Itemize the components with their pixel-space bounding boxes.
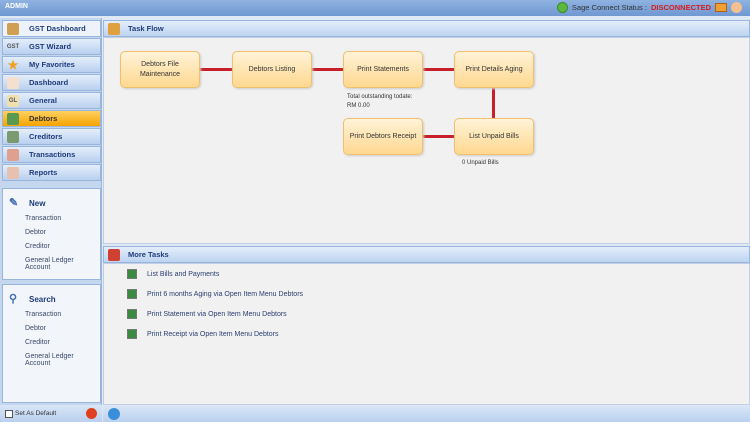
task-flow-header: Task Flow — [103, 20, 750, 37]
search-debtor-link[interactable]: Debtor — [25, 325, 47, 332]
task-label: Print Receipt via Open Item Menu Debtors — [147, 330, 279, 338]
nav-general[interactable]: GL General — [2, 92, 101, 109]
search-transaction-link[interactable]: Transaction — [25, 311, 62, 318]
nav-my-favorites[interactable]: ★ My Favorites — [2, 56, 101, 73]
more-tasks-header: More Tasks — [103, 246, 750, 263]
flow-print-details-aging[interactable]: Print Details Aging — [454, 51, 534, 88]
task-label: Print 6 months Aging via Open Item Menu … — [147, 290, 304, 298]
flow-debtors-listing[interactable]: Debtors Listing — [232, 51, 312, 88]
outstanding-value: RM 0.00 — [347, 103, 370, 109]
task-label: List Bills and Payments — [147, 270, 220, 278]
creditors-icon — [7, 130, 19, 143]
outstanding-label: Total outstanding todate: — [347, 94, 413, 100]
flow-arrow — [423, 68, 454, 71]
nav-label: Debtors — [29, 114, 58, 123]
nav-label: Dashboard — [29, 78, 69, 87]
search-title: Search — [29, 294, 56, 304]
nav-debtors[interactable]: Debtors — [2, 110, 101, 127]
gst-dashboard-icon — [7, 22, 19, 35]
main-footer — [103, 406, 750, 422]
gst-icon: GST — [6, 43, 20, 50]
status-label: Sage Connect Status : — [571, 3, 647, 12]
task-icon — [127, 269, 137, 279]
nav-gst-wizard[interactable]: GST GST Wizard — [2, 38, 101, 55]
flow-list-unpaid-bills[interactable]: List Unpaid Bills — [454, 118, 534, 155]
sidebar-footer: Set As Default — [0, 405, 102, 422]
nav-transactions[interactable]: Transactions — [2, 146, 101, 163]
task-print-aging[interactable]: Print 6 months Aging via Open Item Menu … — [127, 289, 303, 299]
mail-icon[interactable] — [715, 3, 727, 12]
nav-label: Reports — [29, 168, 58, 177]
flow-arrow — [200, 68, 232, 71]
new-creditor-link[interactable]: Creditor — [25, 243, 50, 250]
unpaid-bills-count: 0 Unpaid Bills — [462, 160, 499, 166]
nav-creditors[interactable]: Creditors — [2, 128, 101, 145]
star-icon: ★ — [7, 57, 19, 72]
tools-icon[interactable] — [731, 2, 742, 13]
task-flow-icon — [108, 22, 120, 35]
app-title: ADMIN — [5, 3, 28, 10]
general-ledger-icon: GL — [7, 94, 19, 107]
task-label: Print Statement via Open Item Menu Debto… — [147, 310, 287, 318]
sidebar: GST Dashboard GST GST Wizard ★ My Favorite… — [0, 18, 102, 422]
new-title: New — [29, 198, 46, 208]
outstanding-note: Total outstanding todate: RM 0.00 — [347, 93, 412, 111]
flow-print-debtors-receipt[interactable]: Print Debtors Receipt — [343, 118, 423, 155]
search-gl-account-link[interactable]: General Ledger Account — [25, 353, 74, 367]
search-creditor-link[interactable]: Creditor — [25, 339, 50, 346]
flow-arrow — [312, 68, 343, 71]
reports-icon — [7, 166, 19, 179]
status-icon — [556, 2, 568, 13]
task-print-receipt[interactable]: Print Receipt via Open Item Menu Debtors — [127, 329, 279, 339]
more-tasks-area — [103, 263, 750, 405]
power-icon[interactable] — [86, 408, 97, 419]
more-tasks-title: More Tasks — [128, 250, 169, 259]
flow-debtors-file-maintenance[interactable]: Debtors File Maintenance — [120, 51, 200, 88]
flow-arrow — [492, 88, 495, 118]
dashboard-icon — [7, 76, 19, 89]
task-icon — [127, 289, 137, 299]
set-default-checkbox[interactable] — [5, 409, 13, 418]
new-icon: ✎ — [9, 197, 19, 209]
search-icon: ⚲ — [9, 293, 18, 305]
task-flow-area — [103, 37, 750, 244]
more-tasks-icon — [108, 248, 120, 261]
rss-icon[interactable] — [108, 408, 120, 420]
nav-label: Creditors — [29, 132, 63, 141]
status-value: DISCONNECTED — [650, 3, 711, 12]
task-flow-title: Task Flow — [128, 24, 164, 33]
nav-label: General — [29, 96, 57, 105]
task-list-bills[interactable]: List Bills and Payments — [127, 269, 219, 279]
new-debtor-link[interactable]: Debtor — [25, 229, 47, 236]
nav-gst-dashboard[interactable]: GST Dashboard — [2, 20, 101, 37]
set-default-label: Set As Default — [15, 410, 57, 417]
connect-status: Sage Connect Status : DISCONNECTED — [556, 2, 742, 13]
nav-reports[interactable]: Reports — [2, 164, 101, 181]
nav-label: My Favorites — [29, 60, 75, 69]
new-gl-account-link[interactable]: General Ledger Account — [25, 257, 74, 271]
nav-label: GST Wizard — [29, 42, 72, 51]
search-panel: ⚲ Search Transaction Debtor Creditor Gene… — [2, 284, 101, 403]
debtors-icon — [7, 112, 19, 125]
task-print-statement[interactable]: Print Statement via Open Item Menu Debto… — [127, 309, 287, 319]
transactions-icon — [7, 148, 19, 161]
task-icon — [127, 309, 137, 319]
new-panel: ✎ New Transaction Debtor Creditor General… — [2, 188, 101, 280]
nav-label: GST Dashboard — [29, 24, 86, 33]
task-icon — [127, 329, 137, 339]
nav-dashboard[interactable]: Dashboard — [2, 74, 101, 91]
nav-label: Transactions — [29, 150, 76, 159]
flow-arrow — [423, 135, 454, 138]
new-transaction-link[interactable]: Transaction — [25, 215, 62, 222]
flow-print-statements[interactable]: Print Statements — [343, 51, 423, 88]
